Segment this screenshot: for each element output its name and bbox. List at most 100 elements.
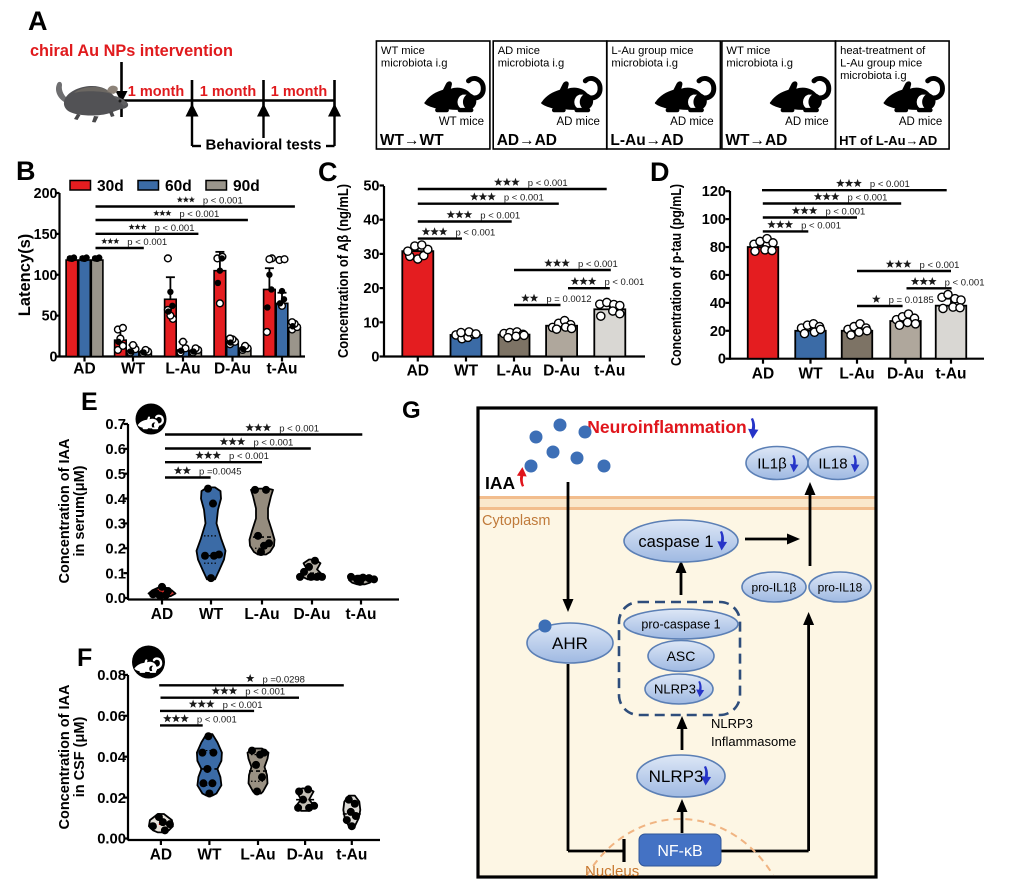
svg-text:NLRP3: NLRP3 [711, 716, 753, 731]
svg-text:90d: 90d [233, 178, 260, 195]
svg-text:150: 150 [34, 227, 58, 243]
svg-text:D-Au: D-Au [287, 847, 324, 864]
svg-text:G: G [402, 397, 421, 424]
svg-text:L-Au group mice: L-Au group mice [840, 58, 922, 70]
svg-text:t-Au: t-Au [594, 363, 625, 380]
svg-text:AD mice: AD mice [785, 116, 828, 128]
svg-text:t-Au: t-Au [936, 366, 967, 383]
svg-text:D-Au: D-Au [214, 361, 251, 378]
svg-text:WT mice: WT mice [381, 45, 425, 57]
svg-text:AD mice: AD mice [498, 45, 540, 57]
svg-text:20: 20 [363, 281, 379, 297]
svg-text:WT→WT: WT→WT [380, 132, 444, 149]
svg-text:p < 0.001: p < 0.001 [203, 196, 243, 207]
svg-text:0.3: 0.3 [105, 517, 126, 533]
svg-text:t-Au: t-Au [267, 361, 298, 378]
svg-text:Inflammasome: Inflammasome [711, 734, 796, 749]
svg-text:AD: AD [407, 363, 429, 380]
svg-text:pro-caspase 1: pro-caspase 1 [641, 618, 720, 632]
svg-text:Cytoplasm: Cytoplasm [482, 513, 551, 529]
svg-text:HT of L-Au→AD: HT of L-Au→AD [839, 133, 937, 148]
svg-text:p < 0.001: p < 0.001 [455, 228, 495, 239]
svg-text:p < 0.001: p < 0.001 [480, 211, 520, 222]
svg-text:D-Au: D-Au [293, 606, 330, 623]
svg-text:microbiota i.g: microbiota i.g [498, 58, 565, 70]
svg-text:E: E [81, 388, 98, 416]
svg-text:80: 80 [710, 240, 726, 256]
svg-text:0.04: 0.04 [97, 750, 127, 766]
svg-text:0: 0 [50, 350, 58, 366]
svg-text:50: 50 [42, 309, 58, 325]
svg-text:Neuroinflammation: Neuroinflammation [587, 417, 746, 437]
svg-text:Concentration of IAA: Concentration of IAA [57, 684, 73, 830]
svg-text:50: 50 [363, 179, 379, 195]
svg-text:0: 0 [718, 352, 726, 368]
svg-text:AD mice: AD mice [670, 116, 713, 128]
svg-text:WT: WT [121, 361, 146, 378]
svg-text:100: 100 [34, 268, 58, 284]
svg-text:30d: 30d [97, 178, 124, 195]
svg-text:heat-treatment of: heat-treatment of [840, 45, 926, 57]
svg-text:p < 0.001: p < 0.001 [179, 209, 219, 220]
svg-text:p < 0.001: p < 0.001 [504, 193, 544, 204]
svg-text:IL1β: IL1β [757, 455, 787, 472]
svg-text:WT mice: WT mice [726, 45, 770, 57]
svg-text:Concentration of Aβ (ng/mL): Concentration of Aβ (ng/mL) [336, 184, 352, 358]
svg-text:p < 0.001: p < 0.001 [127, 237, 167, 248]
svg-text:WT: WT [454, 363, 479, 380]
svg-text:microbiota i.g: microbiota i.g [840, 70, 907, 82]
svg-text:0.08: 0.08 [97, 668, 126, 684]
svg-text:microbiota i.g: microbiota i.g [611, 58, 678, 70]
svg-text:p < 0.001: p < 0.001 [920, 260, 960, 271]
svg-text:microbiota i.g: microbiota i.g [726, 58, 793, 70]
svg-text:L-Au: L-Au [240, 847, 275, 864]
svg-text:Concentration of p-tau (pg/mL): Concentration of p-tau (pg/mL) [669, 184, 685, 366]
svg-text:chiral Au NPs intervention: chiral Au NPs intervention [30, 42, 233, 60]
svg-text:60: 60 [710, 268, 726, 284]
svg-text:Concentration of IAA: Concentration of IAA [57, 438, 73, 584]
svg-text:NF-κB: NF-κB [657, 843, 702, 860]
svg-text:in CSF (μM): in CSF (μM) [72, 717, 88, 798]
svg-text:L-Au: L-Au [244, 606, 279, 623]
svg-text:t-Au: t-Au [336, 847, 367, 864]
svg-text:0.1: 0.1 [105, 566, 126, 582]
svg-text:Behavioral tests: Behavioral tests [206, 137, 322, 154]
svg-text:L-Au group mice: L-Au group mice [611, 45, 693, 57]
svg-text:AD→AD: AD→AD [497, 132, 557, 149]
svg-text:1 month: 1 month [200, 84, 256, 100]
svg-text:200: 200 [34, 186, 58, 202]
svg-text:L-Au: L-Au [839, 366, 874, 383]
svg-text:AD: AD [73, 361, 95, 378]
svg-text:C: C [318, 157, 338, 187]
svg-text:0.7: 0.7 [105, 417, 126, 433]
svg-text:AD mice: AD mice [556, 116, 599, 128]
svg-text:NLRP3: NLRP3 [654, 682, 696, 697]
svg-text:Nucleus: Nucleus [585, 863, 639, 880]
svg-text:20: 20 [710, 324, 726, 340]
svg-text:30: 30 [363, 247, 379, 263]
svg-text:p < 0.001: p < 0.001 [604, 277, 644, 288]
svg-text:t-Au: t-Au [346, 606, 377, 623]
svg-text:WT: WT [798, 366, 823, 383]
svg-text:p < 0.001: p < 0.001 [223, 700, 263, 711]
svg-text:0.06: 0.06 [97, 709, 126, 725]
svg-text:AD: AD [150, 847, 172, 864]
svg-text:1 month: 1 month [271, 84, 327, 100]
svg-text:p < 0.001: p < 0.001 [945, 277, 985, 288]
svg-text:p < 0.001: p < 0.001 [801, 220, 841, 231]
svg-text:40: 40 [363, 213, 379, 229]
svg-text:AD: AD [151, 606, 173, 623]
svg-text:NLRP3: NLRP3 [649, 767, 704, 786]
svg-text:B: B [16, 156, 36, 186]
svg-text:0.5: 0.5 [105, 467, 126, 483]
svg-text:in serum(μM): in serum(μM) [72, 465, 88, 556]
svg-text:p = 0.0185: p = 0.0185 [889, 295, 934, 306]
svg-text:p < 0.001: p < 0.001 [848, 193, 888, 204]
svg-text:p < 0.001: p < 0.001 [155, 223, 195, 234]
svg-text:L-Au: L-Au [165, 361, 200, 378]
svg-text:WT→AD: WT→AD [725, 132, 787, 149]
svg-text:WT: WT [197, 847, 222, 864]
svg-text:0.2: 0.2 [105, 541, 126, 557]
svg-text:p < 0.001: p < 0.001 [578, 259, 618, 270]
svg-text:p = 0.0012: p = 0.0012 [546, 294, 591, 305]
